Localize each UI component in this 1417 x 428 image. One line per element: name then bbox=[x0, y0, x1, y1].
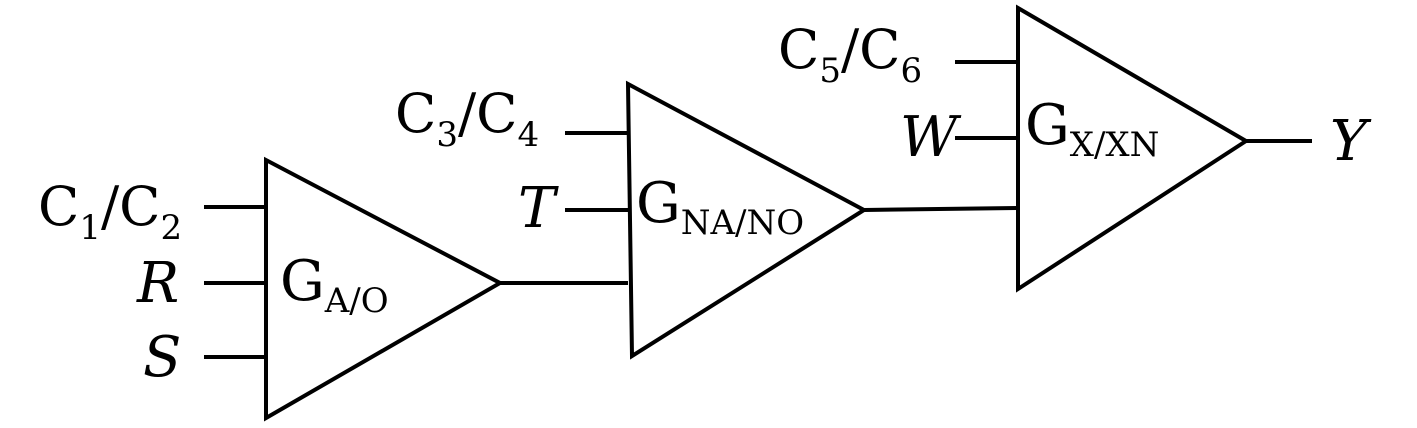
wire-g2-to-g3 bbox=[863, 206, 1019, 212]
label-c3c4: C3/C4 bbox=[395, 82, 539, 155]
gate-x-xn: GX/XN C5/C6 W Y bbox=[778, 4, 1372, 293]
label-s: S bbox=[143, 325, 181, 390]
label-c5c6: C5/C6 bbox=[778, 18, 922, 91]
gate-na-no-triangle bbox=[625, 80, 868, 360]
gate-a-o-label: GA/O bbox=[280, 249, 389, 321]
gate-a-o-triangle bbox=[264, 156, 505, 422]
gate-x-xn-label: GX/XN bbox=[1025, 93, 1159, 165]
label-c1c2: C1/C2 bbox=[38, 175, 182, 248]
gate-a-o: GA/O C1/C2 R S bbox=[38, 156, 505, 422]
gate-x-xn-triangle bbox=[1016, 4, 1250, 293]
label-y: Y bbox=[1330, 109, 1372, 174]
label-r: R bbox=[136, 251, 179, 316]
gate-na-no-label: GNA/NO bbox=[636, 171, 804, 243]
label-w: W bbox=[900, 105, 962, 170]
label-t: T bbox=[518, 176, 559, 241]
gate-na-no: GNA/NO C3/C4 T bbox=[395, 80, 868, 360]
